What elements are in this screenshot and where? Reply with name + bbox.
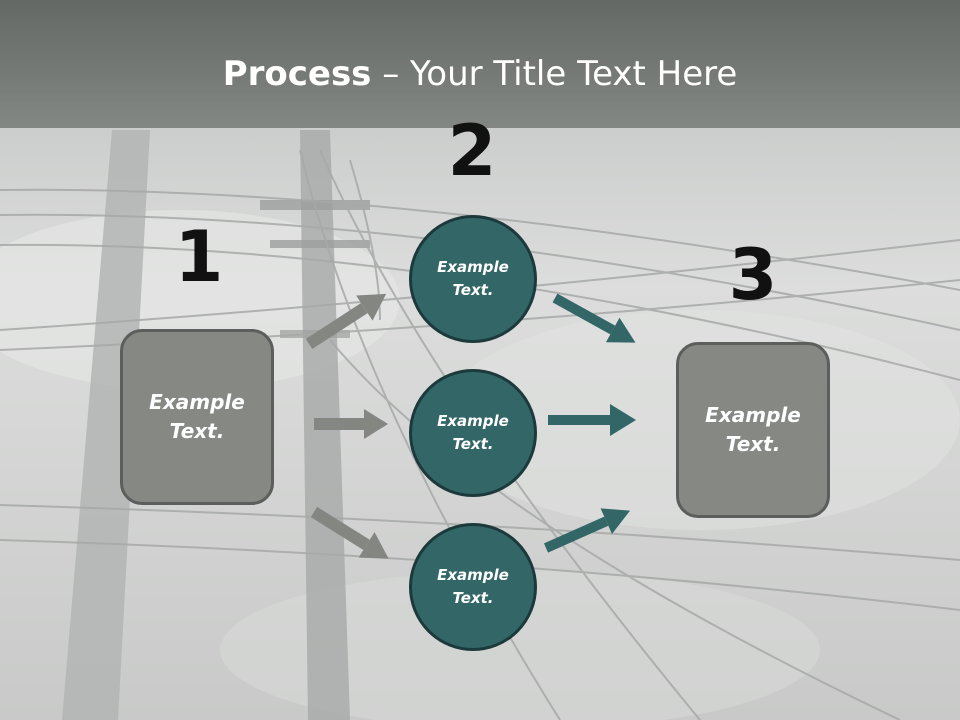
title-bold: Process [222, 54, 372, 94]
title-rest: – Your Title Text Here [371, 54, 738, 94]
right-box[interactable]: Example Text. [676, 342, 830, 518]
left-box[interactable]: Example Text. [120, 329, 274, 505]
circle-middle-text: Example Text. [437, 412, 509, 453]
circle-bottom-text: Example Text. [437, 566, 509, 607]
step-number-3: 3 [728, 234, 778, 316]
page-title: Process – Your Title Text Here [0, 52, 960, 96]
step-number-1: 1 [174, 216, 224, 298]
step-number-2: 2 [447, 110, 497, 192]
left-box-text: Example Text. [149, 390, 245, 443]
circle-top[interactable]: Example Text. [409, 215, 537, 343]
circle-top-text: Example Text. [437, 258, 509, 299]
circle-bottom[interactable]: Example Text. [409, 523, 537, 651]
right-box-text: Example Text. [705, 403, 801, 456]
title-band [0, 0, 960, 128]
circle-middle[interactable]: Example Text. [409, 369, 537, 497]
